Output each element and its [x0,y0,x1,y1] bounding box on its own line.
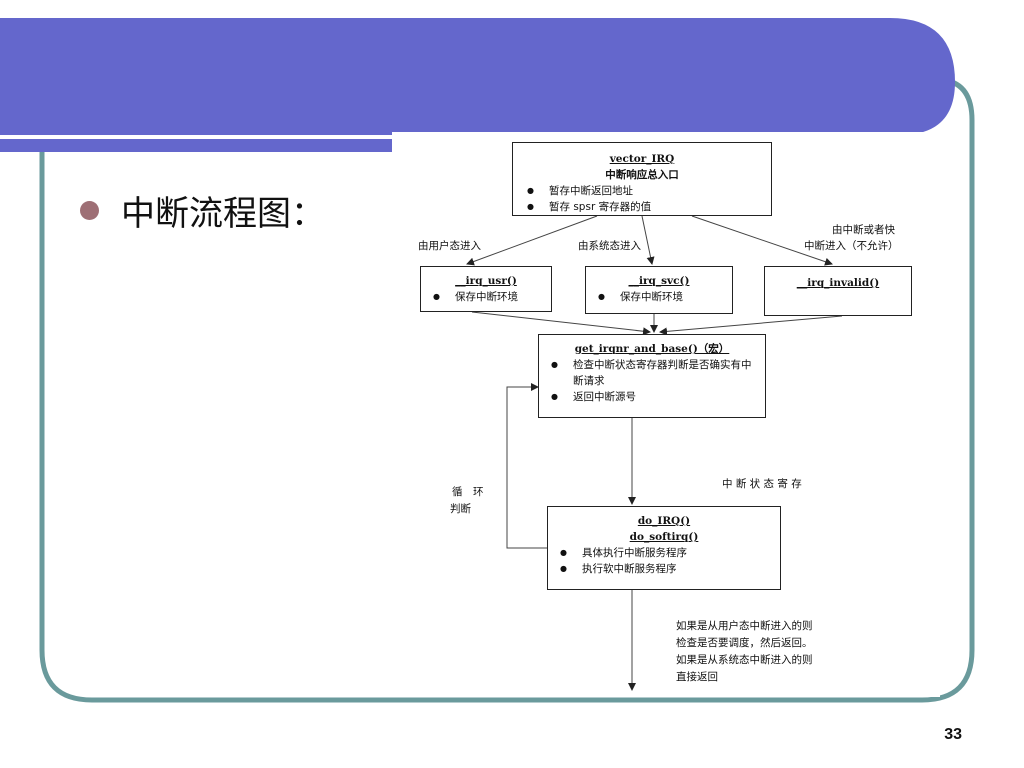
label-from-irq-2: 中断进入（不允许） [804,240,899,252]
arrow-usr-to-get [471,311,651,336]
irq-svc-box: __irq_svc() 保存中断环境 [585,266,733,314]
bullet-text: 中断流程图： [121,194,325,234]
label-loop-1: 循 环 [452,486,484,498]
vector-irq-title: vector_IRQ [609,153,675,165]
content-border [39,77,975,703]
irq-invalid-box: __irq_invalid() [764,266,912,316]
bullet-item: 中断流程图： [80,186,325,235]
label-return-1: 如果是从用户态中断进入的则 [676,620,813,632]
label-irq-status: 中 断 状 态 寄 存 [722,478,802,490]
bullet-dot-icon [80,201,99,220]
get-irqnr-title: get_irqnr_and_base()（宏） [574,343,730,355]
arrow-invalid-to-get [659,315,843,336]
irq-svc-title: __irq_svc() [628,275,690,287]
arrow-loop-back [506,383,547,549]
get-irqnr-item: 返回中断源号 [551,389,759,405]
interrupt-flow-diagram: vector_IRQ 中断响应总入口 暂存中断返回地址 暂存 spsr 寄存器的… [392,132,940,697]
do-irq-item: 执行软中断服务程序 [560,561,774,577]
irq-invalid-title: __irq_invalid() [796,277,880,289]
label-return-3: 如果是从系统态中断进入的则 [676,654,813,666]
arrow-to-irq-invalid [691,215,833,266]
irq-usr-item: 保存中断环境 [433,289,545,305]
label-from-user: 由用户态进入 [418,240,481,252]
vector-irq-subtitle: 中断响应总入口 [605,169,679,181]
label-from-irq-1: 由中断或者快 [832,224,895,236]
vector-irq-item: 暂存 spsr 寄存器的值 [527,199,763,215]
label-return-4: 直接返回 [676,671,718,683]
label-from-system: 由系统态进入 [578,240,641,252]
do-irq-title: do_IRQ() [637,515,691,527]
arrow-to-irq-usr [466,215,598,266]
page-number: 33 [944,726,962,743]
irq-usr-title: __irq_usr() [455,275,517,287]
do-softirq-title: do_softirq() [629,531,699,543]
vector-irq-box: vector_IRQ 中断响应总入口 暂存中断返回地址 暂存 spsr 寄存器的… [512,142,772,216]
do-irq-item: 具体执行中断服务程序 [560,545,774,561]
do-irq-box: do_IRQ() do_softirq() 具体执行中断服务程序 执行软中断服务… [547,506,781,590]
label-loop-2: 判断 [450,503,471,515]
label-return-2: 检查是否要调度，然后返回。 [676,637,813,649]
header-subbar [0,139,392,152]
arrow-to-irq-svc [641,215,655,265]
header-band [0,18,955,135]
vector-irq-item: 暂存中断返回地址 [527,183,763,199]
diagram-arrows [466,215,843,691]
irq-svc-item: 保存中断环境 [598,289,726,305]
get-irqnr-box: get_irqnr_and_base()（宏） 检查中断状态寄存器判断是否确实有… [538,334,766,418]
get-irqnr-item: 检查中断状态寄存器判断是否确实有中断请求 [551,357,759,389]
irq-usr-box: __irq_usr() 保存中断环境 [420,266,552,312]
